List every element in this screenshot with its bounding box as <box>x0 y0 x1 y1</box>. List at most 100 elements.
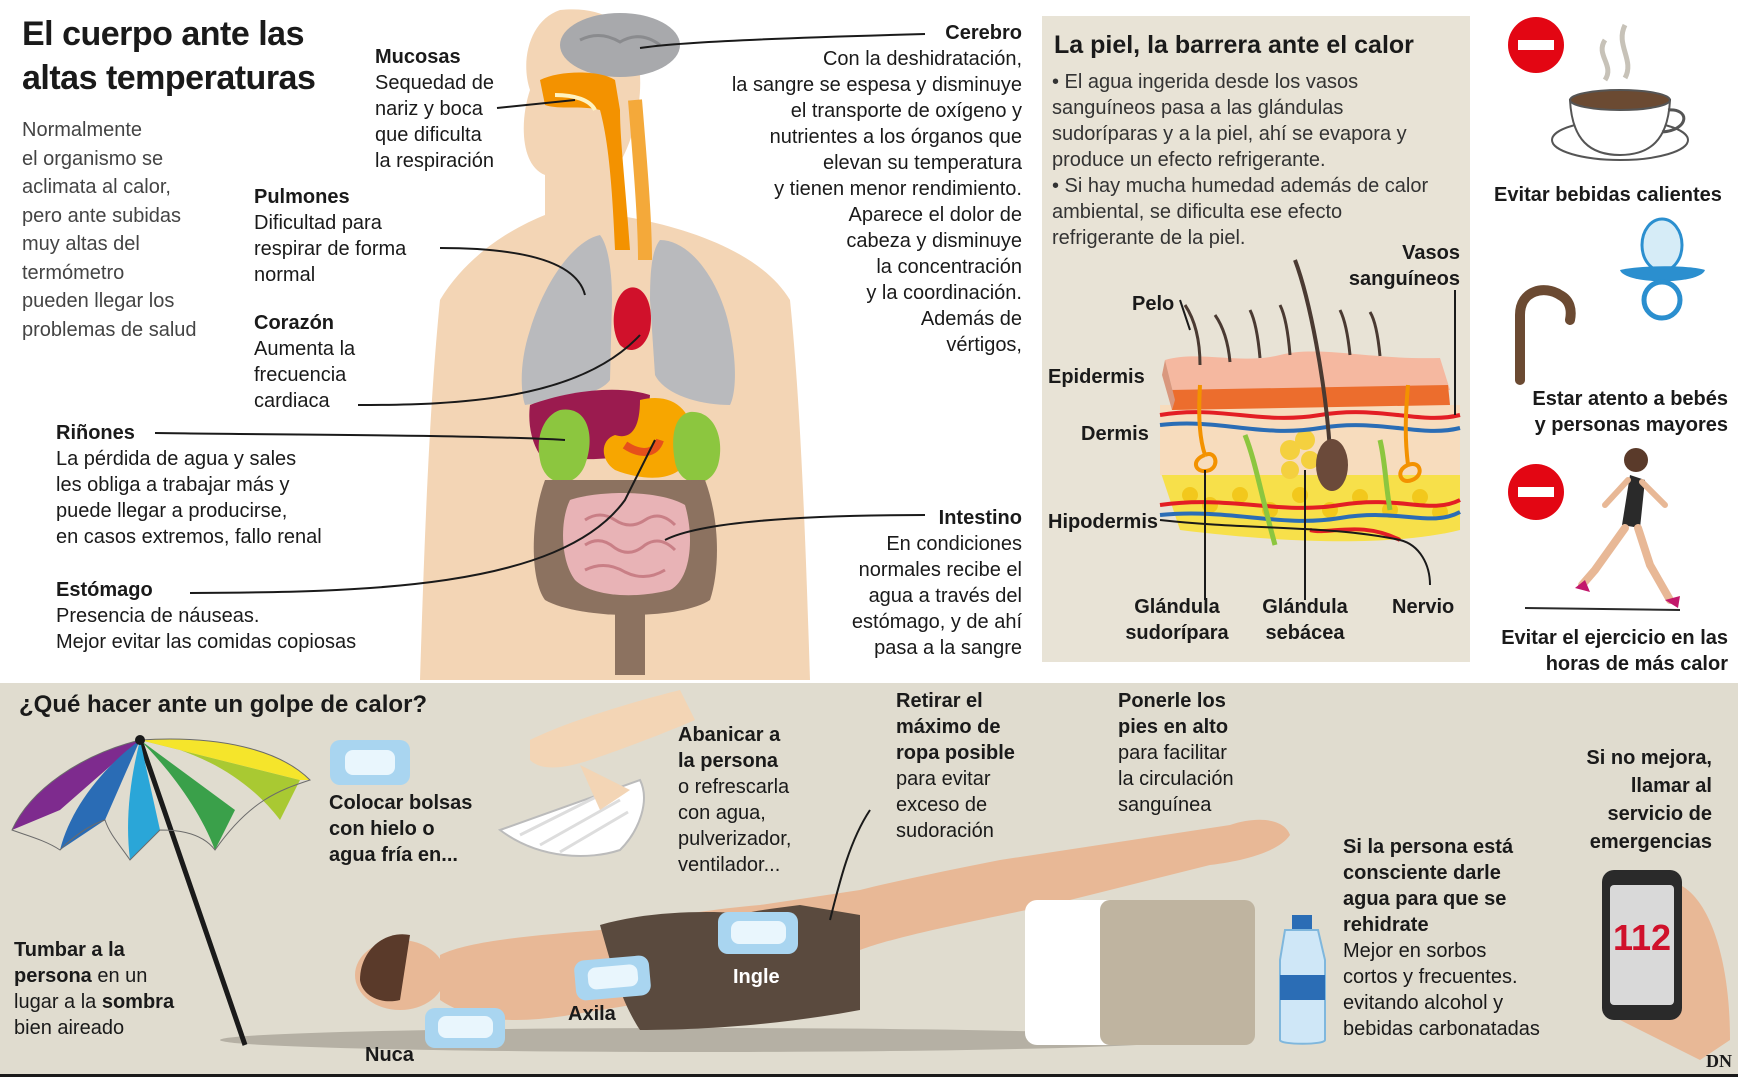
intestino-callout: Intestino En condiciones normales recibe… <box>810 505 1022 661</box>
skin-line: ambiental, se dificulta ese efecto <box>1052 201 1343 223</box>
intro-line: Normalmente <box>22 119 143 141</box>
vasos-line: sanguíneos <box>1348 268 1460 290</box>
golpe-abanicar: Abanicar a la persona o refrescarla con … <box>678 722 838 878</box>
pulmones-line: normal <box>254 264 316 286</box>
stomach-shape <box>603 398 693 478</box>
intestino-label: Intestino <box>938 507 1022 529</box>
ropa-bold: máximo de <box>896 716 1001 738</box>
hielo-line: con hielo o <box>329 818 435 840</box>
hair-follicle <box>1316 439 1348 491</box>
golpe-hielo: Colocar bolsas con hielo o agua fría en.… <box>329 790 509 868</box>
corazon-callout: Corazón Aumenta la frecuencia cardiaca <box>254 310 404 414</box>
abanicar-bold: la persona <box>678 750 779 772</box>
agua-line: cortos y frecuentes. <box>1343 966 1518 988</box>
skin-text: • El agua ingerida desde los vasos sangu… <box>1052 69 1467 251</box>
tip-bebes-line: Estar atento a bebés <box>1532 388 1728 410</box>
tip-bebidas: Evitar bebidas calientes <box>1478 182 1738 208</box>
tip-bebes: Estar atento a bebés y personas mayores <box>1478 386 1728 438</box>
corazon-label: Corazón <box>254 312 334 334</box>
mucosas-label: Mucosas <box>375 46 461 68</box>
mucosas-line: Sequedad de <box>375 72 495 94</box>
brain-shape <box>560 13 680 77</box>
estomago-line: Mejor evitar las comidas copiosas <box>56 631 357 653</box>
rinones-line: les obliga a trabajar más y <box>56 474 290 496</box>
agua-bold: Si la persona está <box>1343 836 1514 858</box>
leader-corazon <box>357 334 641 406</box>
corazon-line: cardiaca <box>254 390 330 412</box>
leader-pulmones <box>439 247 586 296</box>
heart-shape <box>613 287 651 350</box>
body-label-axila: Axila <box>568 1003 616 1025</box>
ropa-line: sudoración <box>896 820 994 842</box>
skin-line: produce un efecto refrigerante. <box>1052 149 1326 171</box>
mucosas-line: que dificulta <box>375 124 482 146</box>
cerebro-line: el transporte de oxígeno y <box>790 100 1022 122</box>
cerebro-line: Además de <box>920 308 1022 330</box>
agua-line: evitando alcohol y <box>1343 992 1504 1014</box>
intro-line: el organismo se <box>22 147 164 170</box>
emergencias-line: llamar al <box>1630 775 1712 797</box>
cerebro-line: nutrientes a los órganos que <box>769 126 1022 148</box>
intestino-line: agua a través del <box>868 585 1022 607</box>
emergencias-line: servicio de <box>1607 803 1712 825</box>
ropa-line: exceso de <box>896 794 988 816</box>
stop-icon <box>1508 17 1564 73</box>
pulmones-line: Dificultad para <box>254 212 382 234</box>
leader-nervio <box>1399 539 1431 586</box>
pulmones-line: respirar de forma <box>254 238 407 260</box>
skin-label-nervio: Nervio <box>1392 596 1455 618</box>
golpe-agua: Si la persona está consciente darle agua… <box>1343 834 1573 1042</box>
skin-line: • Si hay mucha humedad además de calor <box>1052 175 1429 197</box>
skin-label-sebacea: Glándula sebácea <box>1240 594 1370 646</box>
cerebro-line: vértigos, <box>946 334 1022 356</box>
intro-line: problemas de salud <box>22 318 197 341</box>
intro-line: pero ante subidas <box>22 204 182 227</box>
pacifier-icon <box>1620 217 1705 321</box>
tumbar-bold: persona <box>14 965 92 987</box>
tip-ejercicio: Evitar el ejercicio en las horas de más … <box>1478 625 1728 677</box>
intro-line: muy altas del <box>22 233 140 255</box>
golpe-emergencias: Si no mejora, llamar al servicio de emer… <box>1540 744 1712 856</box>
skin-label-sudoripara: Glándula sudorípara <box>1112 594 1242 646</box>
pies-bold: Ponerle los <box>1118 690 1226 712</box>
emergency-number: 112 <box>1612 917 1672 958</box>
page-title: El cuerpo ante las altas temperaturas <box>22 12 362 100</box>
rinones-line: en casos extremos, fallo renal <box>56 526 322 548</box>
bottom-rule <box>0 1074 1738 1077</box>
skin-title: La piel, la barrera ante el calor <box>1054 31 1414 59</box>
pies-line: la circulación <box>1118 768 1234 790</box>
intro-line: aclimata al calor, <box>22 176 171 198</box>
skin-label-epidermis: Epidermis <box>1048 366 1145 388</box>
cerebro-callout: Cerebro Con la deshidratación, la sangre… <box>690 20 1022 358</box>
water-bottle-icon <box>1279 915 1326 1045</box>
leader-pelo <box>1179 299 1191 331</box>
leader-intestino <box>664 514 926 541</box>
intro-line: pueden llegar los <box>22 290 175 312</box>
cerebro-label: Cerebro <box>945 22 1022 44</box>
pies-bold: pies en alto <box>1118 716 1229 738</box>
lung-left <box>521 235 612 405</box>
mucosas-line: la respiración <box>375 150 494 172</box>
intestino-line: En condiciones <box>886 533 1022 555</box>
leader-estomago <box>189 439 656 594</box>
body-label-ingle: Ingle <box>733 966 780 988</box>
rinones-line: La pérdida de agua y sales <box>56 448 297 470</box>
rinones-label: Riñones <box>56 422 135 444</box>
golpe-ropa: Retirar el máximo de ropa posible para e… <box>896 688 1046 844</box>
corazon-line: frecuencia <box>254 364 347 386</box>
cerebro-line: cabeza y disminuye <box>846 230 1022 252</box>
intestino-line: normales recibe el <box>858 559 1022 581</box>
skin-line: sanguíneos pasa a las glándulas <box>1052 97 1344 119</box>
hielo-line: agua fría en... <box>329 844 458 866</box>
hielo-line: Colocar bolsas <box>329 792 473 814</box>
cerebro-line: elevan su temperatura <box>822 152 1022 174</box>
cerebro-line: Aparece el dolor de <box>848 204 1022 226</box>
intro-line: termómetro <box>22 261 125 284</box>
pies-line: para facilitar <box>1118 742 1227 764</box>
rinones-line: puede llegar a producirse, <box>56 500 288 522</box>
emergencias-line: Si no mejora, <box>1586 747 1712 769</box>
credit-logo: DN <box>1706 1051 1732 1071</box>
golpe-pies: Ponerle los pies en alto para facilitar … <box>1118 688 1278 818</box>
vasos-line: Vasos <box>1402 242 1460 264</box>
